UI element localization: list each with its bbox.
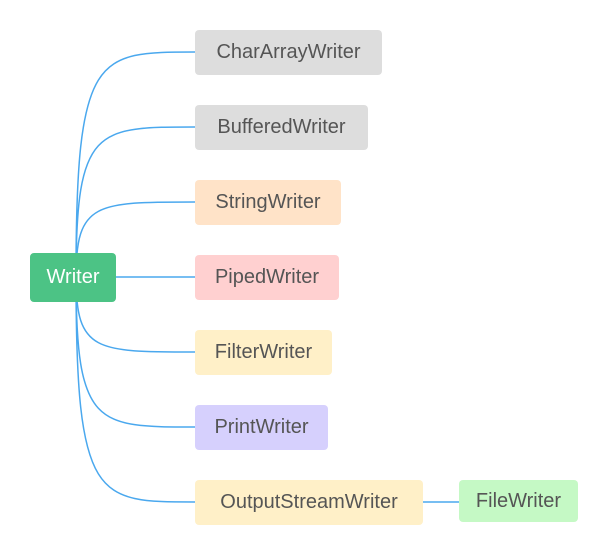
node-chararraywriter-label: CharArrayWriter — [216, 41, 361, 63]
edge-writer-to-child-6 — [75, 276, 196, 503]
node-stringwriter-label: StringWriter — [215, 191, 321, 213]
node-filterwriter[interactable]: FilterWriter — [195, 330, 332, 375]
node-printwriter-label: PrintWriter — [214, 416, 309, 438]
node-filewriter-label: FileWriter — [475, 489, 562, 512]
node-stringwriter[interactable]: StringWriter — [195, 180, 341, 225]
node-outputstreamwriter-label: OutputStreamWriter — [220, 491, 398, 513]
node-writer[interactable]: Writer — [30, 253, 116, 302]
node-pipedwriter-label: PipedWriter — [214, 266, 320, 288]
node-filterwriter-label: FilterWriter — [214, 341, 313, 363]
node-bufferedwriter[interactable]: BufferedWriter — [195, 105, 368, 150]
node-writer-label: Writer — [46, 266, 100, 288]
node-filewriter[interactable]: FileWriter — [459, 480, 578, 522]
node-outputstreamwriter[interactable]: OutputStreamWriter — [195, 480, 423, 525]
edge-writer-to-child-1 — [75, 126, 196, 278]
node-printwriter[interactable]: PrintWriter — [195, 405, 328, 450]
node-pipedwriter[interactable]: PipedWriter — [195, 255, 339, 300]
node-bufferedwriter-label: BufferedWriter — [217, 116, 346, 138]
edge-writer-to-child-0 — [75, 51, 196, 278]
node-chararraywriter[interactable]: CharArrayWriter — [195, 30, 382, 75]
